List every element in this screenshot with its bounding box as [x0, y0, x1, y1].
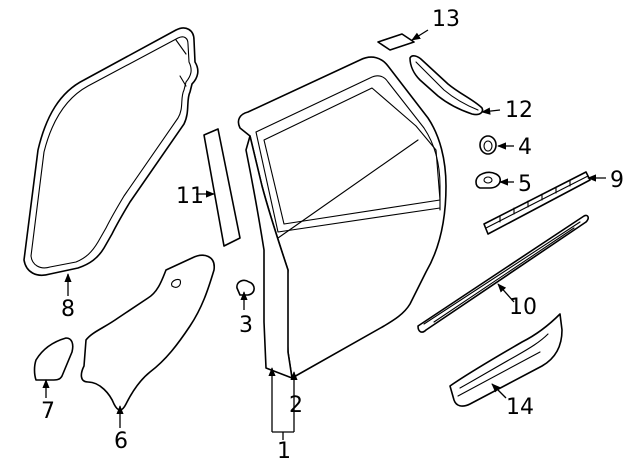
- frame-moulding-part-12: [409, 55, 484, 116]
- callout-2: 2: [289, 393, 303, 418]
- weatherstrip-part-8: [23, 27, 199, 276]
- label-part-13: [377, 33, 415, 51]
- pad-part-7: [33, 337, 74, 381]
- callout-6: 6: [114, 429, 128, 454]
- callout-3: 3: [239, 313, 253, 338]
- callout-14: 14: [506, 395, 534, 420]
- callout-13: 13: [432, 7, 460, 32]
- door-shell-part-1: [237, 56, 447, 379]
- water-deflector-part-6: [80, 254, 215, 411]
- callout-5: 5: [518, 172, 532, 197]
- callout-10: 10: [509, 295, 537, 320]
- protector-panel-part-14: [449, 313, 563, 407]
- pillar-applique-part-11: [203, 128, 241, 247]
- clip-part-5: [475, 171, 502, 189]
- callout-9: 9: [610, 168, 624, 193]
- callout-11: 11: [176, 184, 204, 209]
- callout-7: 7: [41, 399, 55, 424]
- callout-4: 4: [518, 135, 532, 160]
- callout-1: 1: [277, 439, 291, 464]
- callout-8: 8: [61, 297, 75, 322]
- callout-12: 12: [505, 98, 533, 123]
- lower-moulding-part-10: [417, 214, 589, 333]
- grommet-part-4: [479, 135, 497, 155]
- plug-part-3: [236, 279, 255, 296]
- leader-lines: [42, 29, 606, 440]
